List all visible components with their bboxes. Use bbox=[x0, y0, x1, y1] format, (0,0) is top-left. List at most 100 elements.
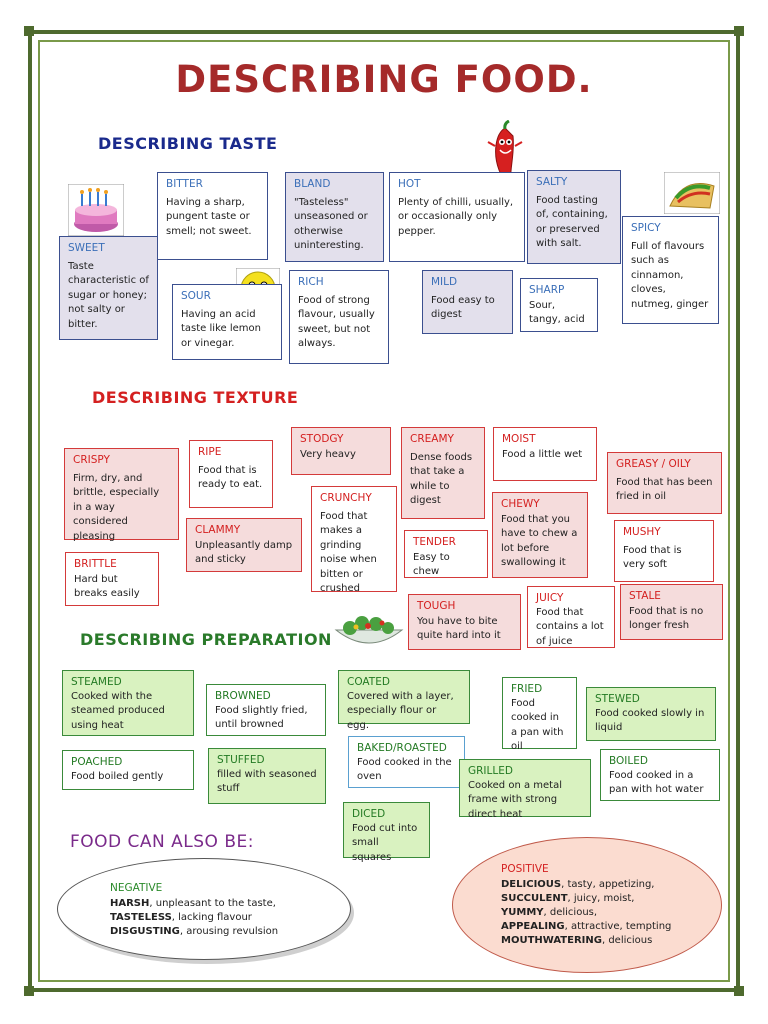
term-label: CRUNCHY bbox=[320, 492, 372, 504]
term-definition: Food that is no longer fresh bbox=[629, 605, 704, 632]
page-border-outer bbox=[28, 30, 740, 992]
term-label: CREAMY bbox=[410, 433, 454, 445]
term-definition: Food cooked in the oven bbox=[357, 756, 452, 783]
prep-card-diced: DICED Food cut into small squares bbox=[343, 802, 430, 863]
word: HARSH bbox=[110, 898, 150, 909]
prep-card-fried: FRIED Food cooked in a pan with oil bbox=[502, 677, 577, 752]
term-label: SPICY bbox=[631, 222, 661, 234]
term-definition: Sour, tangy, acid bbox=[529, 299, 585, 326]
border-corner bbox=[734, 26, 744, 36]
term-definition: Food of strong flavour, usually sweet, b… bbox=[298, 294, 375, 350]
term-label: BOILED bbox=[609, 755, 648, 767]
term-definition: "Tasteless" unseasoned or otherwise unin… bbox=[294, 196, 368, 252]
term-definition: You have to bite quite hard into it bbox=[417, 615, 501, 642]
texture-card-mushy: MUSHY Food that is very soft bbox=[614, 520, 714, 582]
negative-item: HARSH, unpleasant to the taste, bbox=[110, 897, 350, 911]
taste-card-salty: SALTY Food tasting of, containing, or pr… bbox=[527, 170, 621, 264]
taste-card-mild: MILD Food easy to digest bbox=[422, 270, 513, 334]
term-label: RIPE bbox=[198, 446, 222, 458]
term-definition: Having a sharp, pungent taste or smell; … bbox=[166, 196, 252, 237]
term-definition: Food that is ready to eat. bbox=[198, 464, 263, 491]
word-meaning: , arousing revulsion bbox=[179, 926, 279, 937]
term-definition: Food cooked in a pan with oil bbox=[511, 697, 564, 753]
positive-item: YUMMY, delicious, bbox=[501, 906, 721, 920]
term-definition: Having an acid taste like lemon or vineg… bbox=[181, 308, 261, 349]
term-label: BAKED/ROASTED bbox=[357, 742, 447, 754]
positive-item: DELICIOUS, tasty, appetizing, bbox=[501, 878, 721, 892]
term-definition: filled with seasoned stuff bbox=[217, 768, 317, 795]
term-definition: Food that has been fried in oil bbox=[616, 476, 713, 503]
term-label: STUFFED bbox=[217, 754, 265, 766]
term-label: SALTY bbox=[536, 176, 568, 188]
term-definition: Food slightly fried, until browned bbox=[215, 704, 308, 731]
term-label: MUSHY bbox=[623, 526, 661, 538]
term-definition: Plenty of chilli, usually, or occasional… bbox=[398, 196, 514, 237]
texture-card-brittle: BRITTLE Hard but breaks easily bbox=[65, 552, 159, 606]
term-definition: Firm, dry, and brittle, especially in a … bbox=[73, 472, 160, 542]
word-meaning: , delicious, bbox=[543, 907, 598, 918]
word: SUCCULENT bbox=[501, 893, 568, 904]
word-meaning: , attractive, tempting bbox=[564, 921, 672, 932]
word: DISGUSTING bbox=[110, 926, 180, 937]
texture-card-chewy: CHEWY Food that you have to chew a lot b… bbox=[492, 492, 588, 578]
term-label: BRITTLE bbox=[74, 558, 117, 570]
term-label: STALE bbox=[629, 590, 661, 602]
term-label: CLAMMY bbox=[195, 524, 241, 536]
term-definition: Food that is very soft bbox=[623, 544, 682, 571]
term-definition: Unpleasantly damp and sticky bbox=[195, 539, 293, 566]
prep-card-browned: BROWNED Food slightly fried, until brown… bbox=[206, 684, 326, 736]
term-definition: Food that you have to chew a lot before … bbox=[501, 513, 578, 569]
term-definition: Very heavy bbox=[300, 448, 356, 460]
term-definition: Food a little wet bbox=[502, 448, 583, 460]
term-label: POACHED bbox=[71, 756, 123, 768]
term-label: COATED bbox=[347, 676, 390, 688]
term-label: STODGY bbox=[300, 433, 344, 445]
taste-card-bland: BLAND "Tasteless" unseasoned or otherwis… bbox=[285, 172, 384, 262]
term-definition: Food cooked in a pan with hot water bbox=[609, 769, 704, 796]
taste-card-hot: HOT Plenty of chilli, usually, or occasi… bbox=[389, 172, 525, 262]
texture-card-stodgy: STODGY Very heavy bbox=[291, 427, 391, 475]
positive-item: SUCCULENT, juicy, moist, bbox=[501, 892, 721, 906]
term-label: BLAND bbox=[294, 178, 331, 190]
positive-item: MOUTHWATERING, delicious bbox=[501, 934, 721, 948]
word-meaning: , lacking flavour bbox=[171, 912, 252, 923]
prep-card-grilled: GRILLED Cooked on a metal frame with str… bbox=[459, 759, 591, 820]
texture-card-tough: TOUGH You have to bite quite hard into i… bbox=[408, 594, 521, 650]
texture-card-greasy-oily: GREASY / OILY Food that has been fried i… bbox=[607, 452, 722, 514]
term-label: SWEET bbox=[68, 242, 105, 254]
negative-item: TASTELESS, lacking flavour bbox=[110, 911, 350, 925]
word-meaning: , delicious bbox=[601, 935, 653, 946]
term-label: GREASY / OILY bbox=[616, 458, 691, 470]
prep-card-coated: COATED Covered with a layer, especially … bbox=[338, 670, 470, 731]
term-definition: Food easy to digest bbox=[431, 294, 495, 321]
texture-card-clammy: CLAMMY Unpleasantly damp and sticky bbox=[186, 518, 302, 572]
prep-card-stewed: STEWED Food cooked slowly in liquid bbox=[586, 687, 716, 741]
term-label: BITTER bbox=[166, 178, 203, 190]
section-heading-preparation: DESCRIBING PREPARATION bbox=[80, 630, 332, 649]
term-definition: Food boiled gently bbox=[71, 770, 164, 782]
negative-item: DISGUSTING, arousing revulsion bbox=[110, 925, 350, 939]
prep-card-poached: POACHED Food boiled gently bbox=[62, 750, 194, 790]
term-definition: Food cooked slowly in liquid bbox=[595, 707, 705, 734]
border-corner bbox=[24, 26, 34, 36]
taste-card-rich: RICH Food of strong flavour, usually swe… bbox=[289, 270, 389, 364]
section-heading-texture: DESCRIBING TEXTURE bbox=[92, 388, 299, 407]
border-corner bbox=[24, 986, 34, 996]
term-label: CHEWY bbox=[501, 498, 540, 510]
word: YUMMY bbox=[501, 907, 544, 918]
term-label: STEAMED bbox=[71, 676, 122, 688]
term-label: JUICY bbox=[536, 592, 564, 604]
texture-card-creamy: CREAMY Dense foods that take a while to … bbox=[401, 427, 485, 519]
salad-bowl-icon bbox=[334, 616, 404, 644]
word: DELICIOUS bbox=[501, 879, 562, 890]
term-label: CRISPY bbox=[73, 454, 110, 466]
prep-card-stuffed: STUFFED filled with seasoned stuff bbox=[208, 748, 326, 804]
term-definition: Food tasting of, containing, or preserve… bbox=[536, 194, 608, 250]
negative-oval: NEGATIVE HARSH, unpleasant to the taste,… bbox=[57, 858, 351, 960]
prep-card-boiled: BOILED Food cooked in a pan with hot wat… bbox=[600, 749, 720, 801]
term-definition: Full of flavours such as cinnamon, clove… bbox=[631, 240, 709, 310]
term-label: DICED bbox=[352, 808, 386, 820]
term-definition: Easy to chew bbox=[413, 551, 450, 578]
word-meaning: , juicy, moist, bbox=[567, 893, 635, 904]
taco-icon bbox=[664, 172, 720, 214]
